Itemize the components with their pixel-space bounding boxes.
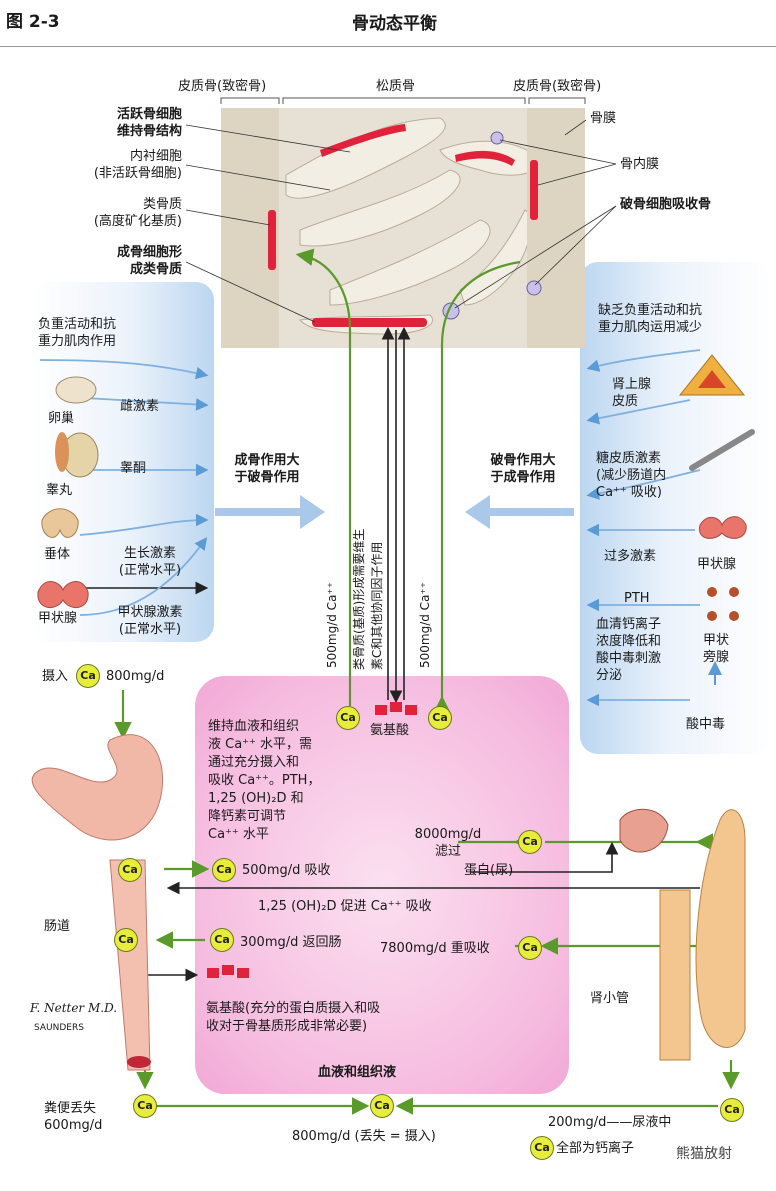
label-periosteum: 骨膜 [590, 111, 617, 126]
label-adrenal: 肾上腺皮质 [612, 377, 652, 409]
label-vitamin-d: 1,25 (OH)₂D 促进 Ca⁺⁺ 吸收 [258, 899, 432, 914]
ca-badge-legend: Ca [530, 1136, 554, 1160]
label-protein-urine: 蛋白(尿) [464, 863, 514, 878]
ca-badge-intestine-absorb: Ca [118, 858, 142, 882]
figure-label: 图 2-3 [6, 12, 60, 32]
label-amino-top: 氨基酸 [370, 723, 410, 738]
label-right-ca-flow: 500mg/d Ca⁺⁺ [418, 581, 432, 668]
label-osteoblast: 成骨细胞形成类骨质 [116, 245, 182, 277]
ca-badge-right-bone: Ca [428, 706, 452, 730]
ca-badge-intestine-return: Ca [114, 928, 138, 952]
left-big-arrow [215, 495, 325, 529]
title-divider [0, 46, 776, 47]
label-testosterone: 睾酮 [120, 461, 147, 476]
artist-signature: F. Netter M.D. [30, 1001, 118, 1015]
ca-badge-balance: Ca [370, 1094, 394, 1118]
label-acidosis: 酸中毒 [686, 717, 726, 732]
label-blood-tissue: 血液和组织液 [318, 1065, 397, 1080]
label-tubule: 肾小管 [590, 991, 630, 1006]
label-endosteum: 骨内膜 [620, 157, 660, 172]
ca-badge-reabsorb: Ca [518, 936, 542, 960]
label-testis: 睾丸 [46, 483, 73, 498]
label-left-ca-flow: 500mg/d Ca⁺⁺ [325, 581, 339, 668]
cortical-right [527, 108, 585, 348]
label-lack-weight: 缺乏负重活动和抗重力肌肉运用减少 [598, 303, 703, 335]
watermark: 熊猫放射 [676, 1146, 732, 1162]
label-pth: PTH [624, 591, 650, 606]
label-cancellous: 松质骨 [376, 79, 416, 94]
label-absorb: 500mg/d 吸收 [242, 863, 331, 878]
label-weight-bearing: 负重活动和抗重力肌肉作用 [38, 317, 117, 349]
label-intake: 摄入 [42, 669, 69, 684]
label-thyroid-right: 甲状腺 [697, 557, 737, 572]
label-growth-hormone: 生长激素(正常水平) [118, 546, 182, 578]
label-ovary: 卵巢 [48, 411, 75, 426]
right-big-arrow [465, 495, 574, 529]
label-thyroid-left: 甲状腺 [38, 611, 78, 626]
osteoid-bars [268, 124, 538, 327]
label-reabsorb: 7800mg/d 重吸收 [380, 941, 490, 956]
ca-badge-filtered: Ca [518, 830, 542, 854]
ca-badge-feces: Ca [133, 1094, 157, 1118]
label-balance: 800mg/d (丢失 = 摄入) [292, 1129, 436, 1144]
label-estrogen: 雌激素 [120, 399, 160, 414]
label-cortical-left: 皮质骨(致密骨) [178, 79, 267, 94]
label-thyroid-hormone: 甲状腺激素(正常水平) [117, 605, 183, 637]
label-osteoid: 类骨质(高度矿化基质) [93, 197, 182, 229]
label-cortical-right: 皮质骨(致密骨) [513, 79, 602, 94]
label-low-calcium: 血清钙离子浓度降低和酸中毒刺激分泌 [596, 617, 662, 683]
blood-fluid-panel [195, 676, 569, 1094]
ca-badge-intake: Ca [76, 664, 100, 688]
label-amino-note: 氨基酸(充分的蛋白质摄入和吸收对于骨基质形成非常必要) [206, 1001, 381, 1034]
ca-badge-absorbed: Ca [212, 858, 236, 882]
right-factor-panel [580, 262, 770, 754]
label-pituitary: 垂体 [44, 547, 71, 562]
ca-badge-return: Ca [210, 928, 234, 952]
label-intake-amount: 800mg/d [106, 669, 165, 684]
label-return: 300mg/d 返回肠 [240, 935, 342, 950]
label-intestine: 肠道 [44, 919, 71, 934]
publisher-logo: SAUNDERS [34, 1023, 84, 1033]
ca-badge-urine: Ca [720, 1098, 744, 1122]
text-maintain-ca: 维持血液和组织液 Ca⁺⁺ 水平，需通过充分摄入和 吸收 Ca⁺⁺。PTH，1,… [208, 719, 321, 842]
label-all-ion: 全部为钙离子 [556, 1141, 635, 1156]
label-active-osteocytes: 活跃骨细胞维持骨结构 [116, 107, 182, 139]
page-title: 骨动态平衡 [352, 14, 437, 34]
label-bone-formation: 成骨作用大于破骨作用 [234, 453, 300, 485]
label-vitamin-c: 类骨质(基质)形成需要维生素C和其他协同因子作用 [352, 528, 384, 670]
label-osteoclast: 破骨细胞吸收骨 [620, 197, 712, 212]
organ-icons [31, 354, 755, 1071]
label-urine: 200mg/d——尿液中 [548, 1115, 672, 1130]
label-bone-resorption: 破骨作用大于成骨作用 [490, 453, 556, 485]
ca-badge-left-bone: Ca [336, 706, 360, 730]
label-parathyroid: 甲状旁腺 [702, 633, 729, 665]
label-lining-cells: 内衬细胞(非活跃骨细胞) [93, 149, 182, 181]
label-excess-hormone: 过多激素 [604, 549, 657, 564]
